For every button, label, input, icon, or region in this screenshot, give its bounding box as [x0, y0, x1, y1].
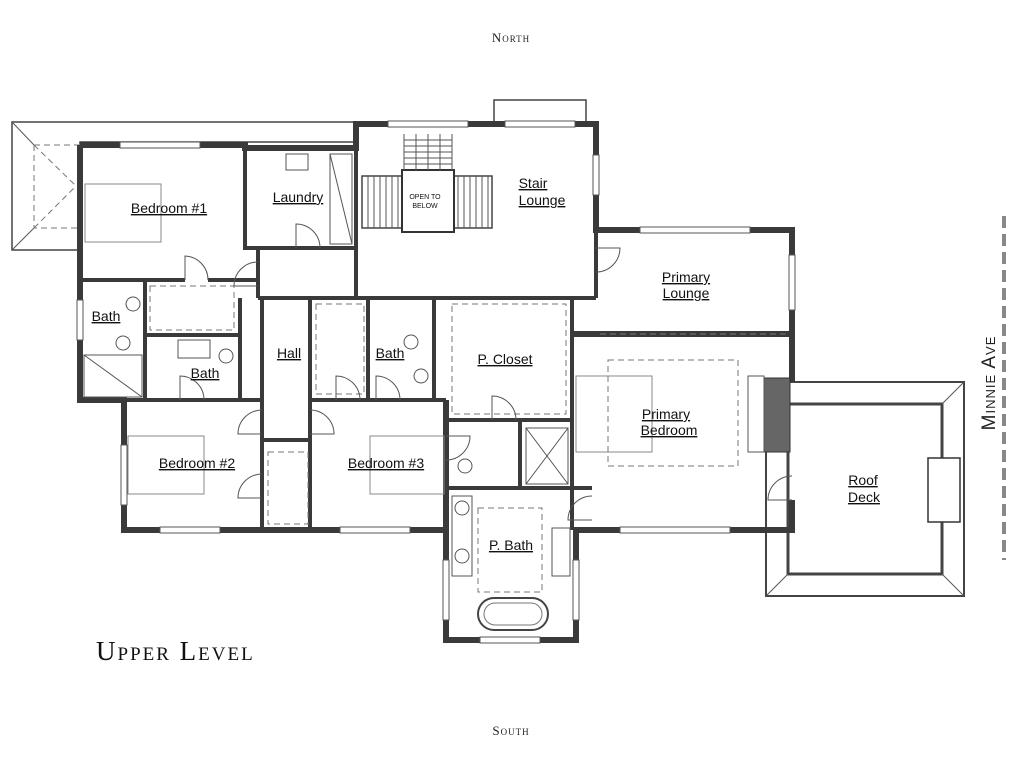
room-label-roof-deck-2: Deck [848, 489, 881, 505]
street-label: Minnie Ave [979, 336, 1000, 431]
door-swings [179, 223, 793, 521]
room-label-bath-right: Bath [376, 345, 405, 361]
room-label-bedroom3: Bedroom #3 [348, 455, 424, 471]
room-label-roof-deck-1: Roof [848, 472, 878, 488]
room-label-bath-left: Bath [92, 308, 121, 324]
room-label-bedroom2: Bedroom #2 [159, 455, 235, 471]
level-title: Upper Level [96, 636, 255, 666]
dashed-outlines [149, 285, 790, 593]
compass-north: North [492, 30, 530, 45]
room-label-primary-bedroom-2: Bedroom [641, 422, 698, 438]
bed-bedroom2 [127, 435, 205, 495]
bed-bedroom1 [84, 183, 162, 243]
room-label-stair-lounge-1: Stair [519, 175, 548, 191]
room-label-primary-lounge-2: Lounge [663, 285, 710, 301]
room-label-p-closet: P. Closet [478, 351, 533, 367]
room-label-primary-bedroom-1: Primary [642, 406, 690, 422]
stair-bump [493, 99, 587, 125]
room-label-bath-mid: Bath [191, 365, 220, 381]
stairwell [361, 134, 493, 233]
interior-walls [80, 148, 598, 530]
fixtures [83, 153, 791, 631]
roof-deck [765, 381, 965, 597]
roof-overhang-left [11, 121, 357, 251]
windows [76, 120, 796, 644]
compass-south: South [492, 723, 529, 738]
room-label-primary-lounge-1: Primary [662, 269, 710, 285]
room-label-open-to-below-2: BELOW [412, 203, 438, 210]
room-label-p-bath: P. Bath [489, 537, 533, 553]
room-label-hall: Hall [277, 345, 301, 361]
room-label-stair-lounge-2: Lounge [519, 192, 566, 208]
room-label-bedroom1: Bedroom #1 [131, 200, 207, 216]
bed-primary [575, 375, 653, 453]
room-label-laundry: Laundry [273, 189, 324, 205]
bed-bedroom3 [369, 435, 445, 495]
room-label-open-to-below-1: OPEN TO [409, 194, 441, 201]
